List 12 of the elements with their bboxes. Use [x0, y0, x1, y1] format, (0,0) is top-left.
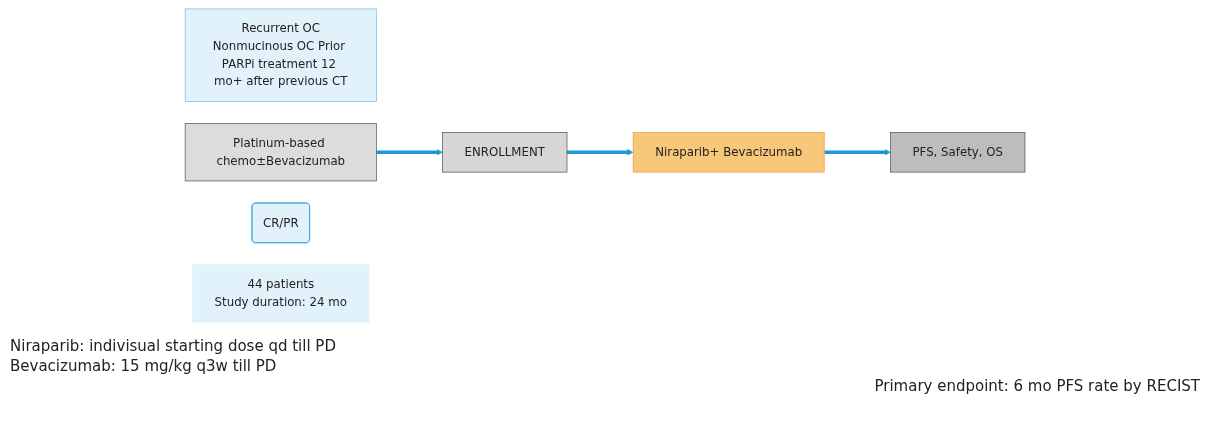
- node-box: PFS, Safety, OS: [889, 131, 1026, 172]
- arrow: [376, 148, 443, 155]
- note-text: Bevacizumab: 15 mg/kg q3w till PD: [10, 357, 278, 375]
- note-text: Niraparib: indivisual starting dose qd till PD: [10, 337, 337, 355]
- node-box: Platinum-based chemo±Bevacizumab: [184, 122, 377, 181]
- arrow: [566, 148, 634, 155]
- note-text: Primary endpoint: 6 mo PFS rate by RECIST: [873, 377, 1200, 395]
- arrow: [824, 148, 891, 155]
- node-box: Recurrent OC Nonmucinous OC Prior PARPi treatment 12 mo+ after previous CT: [184, 8, 377, 102]
- node-box: 44 patients Study duration: 24 mo: [192, 263, 370, 322]
- node-box: Niraparib+ Bevacizumab: [632, 131, 825, 172]
- node-box: ENROLLMENT: [442, 131, 568, 172]
